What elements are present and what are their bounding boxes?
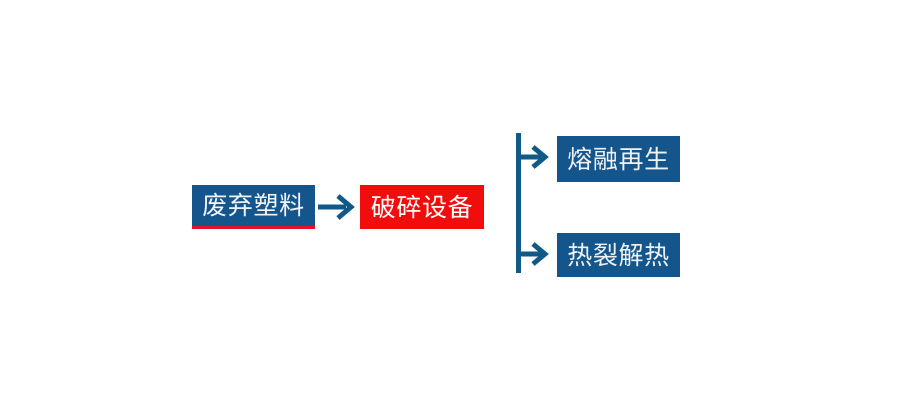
node-waste-plastic-label: 废弃塑料 (202, 191, 305, 220)
node-crusher[interactable]: 破碎设备 (360, 185, 484, 229)
branch-split-arrows-icon (505, 126, 565, 282)
arrow-right-icon (316, 192, 362, 222)
node-melt-regeneration[interactable]: 熔融再生 (557, 136, 680, 182)
node-pyrolysis-label: 热裂解热 (567, 240, 670, 270)
node-waste-plastic[interactable]: 废弃塑料 (192, 185, 315, 229)
node-pyrolysis[interactable]: 热裂解热 (557, 233, 680, 277)
node-melt-regeneration-label: 熔融再生 (567, 144, 670, 174)
node-crusher-label: 破碎设备 (370, 192, 474, 222)
